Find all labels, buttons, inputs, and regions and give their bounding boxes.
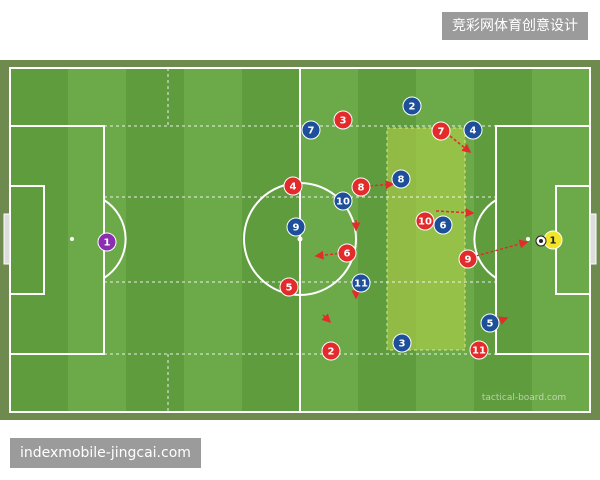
highlight-zone <box>386 127 466 351</box>
red-player-number: 2 <box>328 347 335 358</box>
red-player-token <box>415 211 435 231</box>
red-player-5[interactable]: 5 <box>279 277 299 297</box>
blue-player-token <box>286 217 306 237</box>
blue-player-token <box>402 96 422 116</box>
red-player-token <box>351 177 371 197</box>
left-penalty-arc <box>103 199 127 279</box>
right-penalty-arc <box>473 199 497 279</box>
blue-player-10[interactable]: 10 <box>333 191 353 211</box>
right-penalty-spot <box>526 237 530 241</box>
left-penalty-spot <box>70 237 74 241</box>
red-player-token <box>333 110 353 130</box>
blue-player-token <box>463 120 483 140</box>
red-player-token <box>283 176 303 196</box>
blue-player-11[interactable]: 11 <box>351 273 371 293</box>
right-goal <box>589 213 597 265</box>
blue-player-token <box>301 120 321 140</box>
blue-player-number: 7 <box>308 126 315 137</box>
red-player-token <box>321 341 341 361</box>
blue-player-token <box>433 215 453 235</box>
blue-player-3[interactable]: 3 <box>392 333 412 353</box>
red-player-3[interactable]: 3 <box>333 110 353 130</box>
blue-player-number: 6 <box>440 221 447 232</box>
red-player-token <box>458 249 478 269</box>
ball-icon <box>535 235 547 247</box>
blue-player-token <box>333 191 353 211</box>
blue-player-token <box>392 333 412 353</box>
red-player-1[interactable]: 1 <box>97 232 117 252</box>
red-player-number: 4 <box>290 182 297 193</box>
blue-player-2[interactable]: 2 <box>402 96 422 116</box>
red-player-token <box>279 277 299 297</box>
red-player-7[interactable]: 7 <box>431 121 451 141</box>
blue-player-number: 2 <box>409 102 416 113</box>
blue-player-6[interactable]: 6 <box>433 215 453 235</box>
red-player-9[interactable]: 9 <box>458 249 478 269</box>
site-watermark: indexmobile-jingcai.com <box>10 438 201 468</box>
credit-label: tactical-board.com <box>482 393 566 403</box>
zone-lines <box>104 68 496 412</box>
blue-player-7[interactable]: 7 <box>301 120 321 140</box>
red-player-10[interactable]: 10 <box>415 211 435 231</box>
red-player-number: 8 <box>358 183 365 194</box>
blue-player-token <box>391 169 411 189</box>
red-player-token <box>431 121 451 141</box>
red-player-2[interactable]: 2 <box>321 341 341 361</box>
blue-player-number: 5 <box>487 319 494 330</box>
blue-player-9[interactable]: 9 <box>286 217 306 237</box>
red-player-11[interactable]: 11 <box>469 340 489 360</box>
blue-player-1[interactable]: 1 <box>543 230 563 250</box>
red-player-token <box>97 232 117 252</box>
blue-player-number: 11 <box>354 279 368 290</box>
blue-player-5[interactable]: 5 <box>480 313 500 333</box>
blue-player-number: 9 <box>293 223 300 234</box>
red-player-6[interactable]: 6 <box>337 243 357 263</box>
red-player-4[interactable]: 4 <box>283 176 303 196</box>
blue-player-number: 10 <box>336 197 350 208</box>
blue-player-number: 8 <box>398 175 405 186</box>
blue-player-8[interactable]: 8 <box>391 169 411 189</box>
red-player-number: 9 <box>465 255 472 266</box>
red-player-token <box>469 340 489 360</box>
red-player-number: 11 <box>472 346 486 357</box>
brand-banner: 竞彩网体育创意设计 <box>442 12 588 40</box>
red-player-number: 7 <box>438 127 445 138</box>
blue-player-number: 3 <box>399 339 406 350</box>
blue-player-token <box>351 273 371 293</box>
red-player-number: 1 <box>104 238 111 249</box>
left-goal <box>3 213 11 265</box>
red-player-number: 5 <box>286 283 293 294</box>
blue-player-4[interactable]: 4 <box>463 120 483 140</box>
blue-player-number: 1 <box>550 236 557 247</box>
red-player-8[interactable]: 8 <box>351 177 371 197</box>
red-player-number: 3 <box>340 116 347 127</box>
blue-player-number: 4 <box>470 126 477 137</box>
red-player-token <box>337 243 357 263</box>
red-player-number: 6 <box>344 249 351 260</box>
center-spot <box>297 236 303 242</box>
red-player-number: 10 <box>418 217 432 228</box>
blue-player-token <box>480 313 500 333</box>
